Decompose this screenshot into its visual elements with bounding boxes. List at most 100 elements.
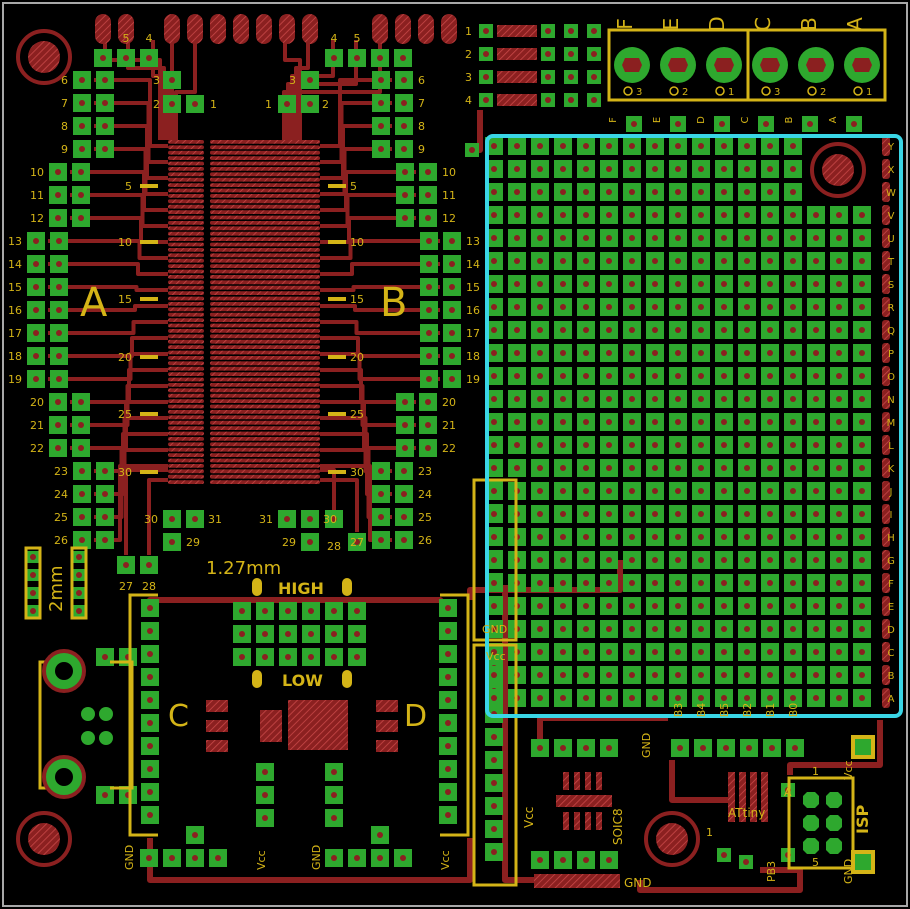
grid-drill bbox=[744, 511, 750, 517]
small-connector-letter-1: E bbox=[652, 117, 663, 123]
left-side-pad-b-14-drill bbox=[78, 399, 84, 405]
mid-pad-0-drill bbox=[262, 769, 268, 775]
left-top-pad-y-drill bbox=[146, 55, 152, 61]
connector-letter-1: E bbox=[659, 18, 683, 31]
finger-left bbox=[168, 426, 204, 430]
grid-drill bbox=[583, 603, 589, 609]
row-pad-b-3-drill bbox=[545, 97, 551, 103]
fanout-left-8 bbox=[48, 262, 168, 276]
grid-edge-finger bbox=[882, 412, 890, 432]
grid-drill bbox=[491, 603, 497, 609]
fanout-left-9 bbox=[48, 285, 168, 292]
grid-drill bbox=[859, 396, 865, 402]
isp-rail bbox=[787, 720, 883, 775]
row-pad-a-0-drill bbox=[483, 28, 489, 34]
grid-drill bbox=[790, 419, 796, 425]
grid-drill bbox=[721, 281, 727, 287]
finger-left bbox=[168, 372, 204, 376]
grid-drill bbox=[537, 442, 543, 448]
two-mm-right-pad-1-drill bbox=[76, 572, 82, 578]
left-side-pad-b-5-drill bbox=[78, 192, 84, 198]
grid-drill bbox=[790, 396, 796, 402]
finger-left bbox=[168, 383, 204, 387]
grid-edge-finger bbox=[882, 596, 890, 616]
port-header-pad-1-drill bbox=[700, 745, 706, 751]
grid-drill bbox=[560, 442, 566, 448]
row-pad-b-0-drill bbox=[545, 28, 551, 34]
finger-right bbox=[210, 339, 320, 344]
grid-drill bbox=[583, 649, 589, 655]
two-mm-left-pad-3-drill bbox=[30, 608, 36, 614]
finger-right bbox=[210, 210, 320, 214]
two-mm-silk-left bbox=[24, 546, 42, 620]
grid-edge-finger bbox=[882, 389, 890, 409]
high-pad-1-0-drill bbox=[239, 631, 245, 637]
left-side-pad-3-drill bbox=[79, 146, 85, 152]
left-bottom-pad-4-drill bbox=[192, 516, 198, 522]
row-resistor-2 bbox=[497, 71, 537, 83]
row-pad-c-2-drill bbox=[568, 74, 574, 80]
row-number-0: 1 bbox=[465, 25, 472, 38]
right-side-label-7: 13 bbox=[466, 235, 480, 248]
grid-edge-finger bbox=[882, 159, 890, 179]
low-bar-left bbox=[252, 670, 262, 688]
grid-drill bbox=[652, 672, 658, 678]
soic-top-pad-3-drill bbox=[606, 745, 612, 751]
grid-drill bbox=[675, 534, 681, 540]
grid-edge-finger bbox=[882, 343, 890, 363]
finger-left bbox=[168, 474, 204, 479]
finger-left bbox=[168, 469, 204, 474]
grid-drill bbox=[698, 143, 704, 149]
right-side-pad-b-12-drill bbox=[426, 353, 432, 359]
grid-drill bbox=[836, 235, 842, 241]
finger-right bbox=[210, 231, 320, 236]
left-side-pad-20-drill bbox=[79, 537, 85, 543]
left-side-label-16: 22 bbox=[30, 442, 44, 455]
vcc-label-c: Vcc bbox=[255, 850, 268, 870]
left-bottom-pad-3-drill bbox=[169, 516, 175, 522]
connector-letter-0: F bbox=[613, 18, 637, 30]
grid-drill bbox=[652, 695, 658, 701]
grid-drill bbox=[813, 212, 819, 218]
grid-drill bbox=[491, 534, 497, 540]
grid-drill bbox=[560, 373, 566, 379]
grid-drill bbox=[721, 327, 727, 333]
right-side-pad-b-13-drill bbox=[426, 376, 432, 382]
vcc-label-d: Vcc bbox=[439, 850, 452, 870]
fanout-right-4 bbox=[320, 170, 416, 212]
grid-drill bbox=[744, 258, 750, 264]
label-b: B bbox=[380, 280, 407, 326]
smd-components bbox=[260, 700, 620, 888]
grid-drill bbox=[721, 603, 727, 609]
grid-drill bbox=[767, 327, 773, 333]
left-side-pad-2-drill bbox=[79, 123, 85, 129]
grid-drill bbox=[537, 626, 543, 632]
left-side-label-7: 13 bbox=[8, 235, 22, 248]
soic-lead-bottom-1 bbox=[574, 812, 580, 830]
grid-drill bbox=[813, 419, 819, 425]
grid-drill bbox=[675, 511, 681, 517]
grid-edge-finger bbox=[882, 297, 890, 317]
finger-left bbox=[168, 420, 204, 425]
grid-drill bbox=[767, 557, 773, 563]
finger-right bbox=[210, 156, 320, 160]
grid-drill bbox=[836, 373, 842, 379]
grid-drill bbox=[698, 235, 704, 241]
left-bottom-label-3: 30 bbox=[144, 513, 158, 526]
attiny-pad-a-drill bbox=[721, 852, 727, 858]
grid-drill bbox=[537, 419, 543, 425]
gnd-header-silk bbox=[472, 478, 518, 642]
finger-right bbox=[210, 383, 320, 387]
right-side-pad-b-8-drill bbox=[426, 261, 432, 267]
right-side-pad-b-11-drill bbox=[426, 330, 432, 336]
row-pad-b-2-drill bbox=[545, 74, 551, 80]
left-side-label-13: 19 bbox=[8, 373, 22, 386]
right-side-label-8: 14 bbox=[466, 258, 480, 271]
grid-drill bbox=[744, 580, 750, 586]
grid-row-letter-22: C bbox=[888, 648, 895, 659]
grid-row-letter-6: S bbox=[888, 280, 894, 291]
finger-left bbox=[168, 334, 204, 339]
small-connector-pad-3-drill bbox=[763, 121, 769, 127]
grid-drill bbox=[859, 649, 865, 655]
grid-drill bbox=[790, 534, 796, 540]
